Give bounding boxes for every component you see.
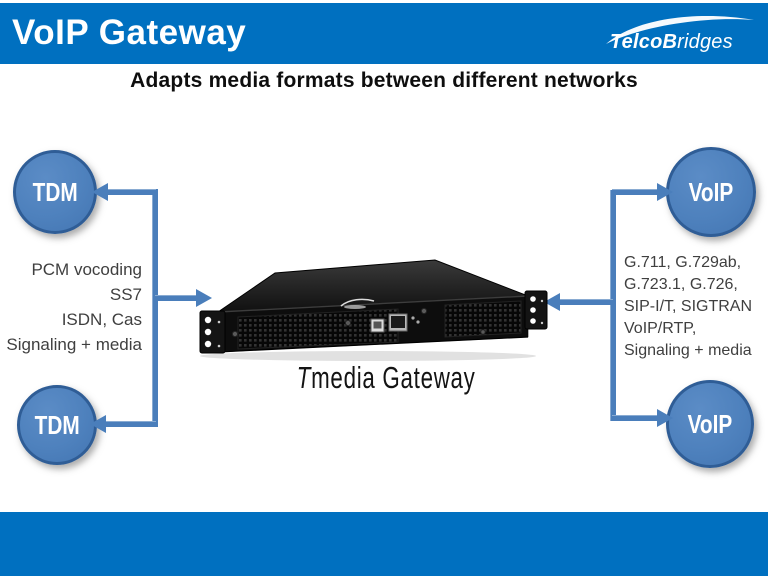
node-voip-top-label: VoIP bbox=[688, 176, 734, 207]
arrow-left-middle-icon bbox=[196, 289, 212, 307]
connector-right-middle-stem bbox=[560, 299, 613, 305]
device-label-prefix: T bbox=[296, 360, 311, 395]
left-protocol-line: PCM vocoding bbox=[31, 260, 142, 279]
brand-logo: TelcoBridges bbox=[604, 11, 756, 59]
left-protocol-line: ISDN, Cas bbox=[61, 310, 142, 329]
connector-left-bottom-stem bbox=[106, 421, 156, 427]
right-protocol-line: VoIP/RTP, bbox=[624, 320, 697, 337]
device-label: Tmedia Gateway bbox=[236, 360, 536, 396]
node-voip-bottom-label: VoIP bbox=[687, 408, 733, 439]
right-protocol-line: SIP-I/T, SIGTRAN bbox=[624, 298, 753, 315]
arrow-left-top-icon bbox=[92, 183, 108, 201]
node-tdm-bottom: TDM bbox=[17, 385, 97, 465]
right-protocol-list: G.711, G.729ab, G.723.1, G.726, SIP-I/T,… bbox=[624, 252, 766, 362]
node-tdm-top-label: TDM bbox=[32, 176, 78, 207]
right-protocol-line: Signaling + media bbox=[624, 342, 752, 359]
node-tdm-bottom-label: TDM bbox=[34, 409, 80, 440]
left-protocol-list: PCM vocoding SS7 ISDN, Cas Signaling + m… bbox=[4, 257, 142, 357]
page-title: VoIP Gateway bbox=[12, 13, 247, 52]
connector-left-middle-stem bbox=[155, 295, 196, 301]
slide-subtitle: Adapts media formats between different n… bbox=[130, 69, 638, 92]
node-voip-top: VoIP bbox=[666, 147, 756, 237]
ethernet-port bbox=[388, 313, 408, 332]
arrow-right-bottom-icon bbox=[657, 409, 673, 427]
brand-text: TelcoBridges bbox=[610, 31, 733, 54]
bottom-bar bbox=[0, 512, 768, 576]
brand-text-bridges: Bridges bbox=[662, 31, 733, 53]
connector-right-bottom-stem bbox=[612, 415, 657, 421]
node-voip-bottom: VoIP bbox=[666, 380, 754, 468]
rack-ear-right bbox=[524, 290, 548, 330]
left-protocol-line: SS7 bbox=[109, 285, 142, 304]
right-protocol-line: G.723.1, G.726, bbox=[624, 276, 738, 293]
connector-right-vertical bbox=[610, 190, 616, 421]
arrow-right-top-icon bbox=[657, 183, 673, 201]
device-label-rest: media Gateway bbox=[310, 360, 476, 395]
connector-left-vertical bbox=[152, 189, 158, 427]
brand-text-telco: Telco bbox=[610, 31, 663, 53]
node-tdm-top: TDM bbox=[13, 150, 97, 234]
brand-swoosh-icon bbox=[606, 15, 754, 44]
gateway-device-image bbox=[199, 259, 548, 361]
rack-ear-left bbox=[199, 310, 226, 354]
device-logo-mark bbox=[340, 298, 375, 309]
arrow-right-middle-icon bbox=[544, 293, 560, 311]
left-protocol-line: Signaling + media bbox=[6, 335, 142, 354]
arrow-left-bottom-icon bbox=[90, 415, 106, 433]
usb-port bbox=[370, 318, 385, 333]
connector-left-top-stem bbox=[108, 189, 156, 195]
top-banner: VoIP Gateway TelcoBridges bbox=[0, 3, 768, 64]
connector-right-top-stem bbox=[612, 189, 657, 195]
led-indicator bbox=[416, 320, 420, 324]
led-indicator bbox=[411, 316, 415, 320]
right-protocol-line: G.711, G.729ab, bbox=[624, 254, 742, 271]
